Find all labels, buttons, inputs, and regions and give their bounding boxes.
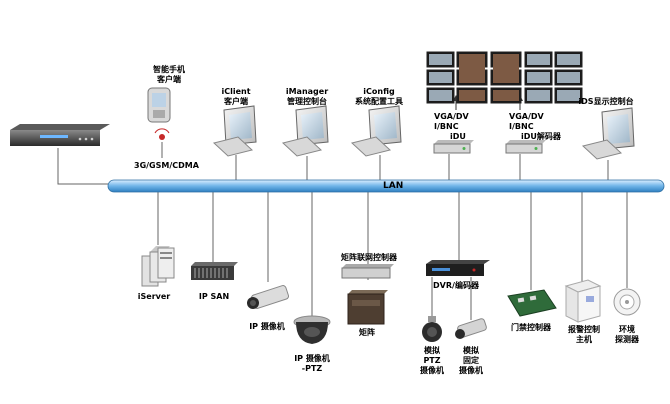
imanager-label: iManager 管理控制台 bbox=[281, 87, 333, 107]
video-wall-icon bbox=[426, 51, 583, 104]
imanager-label-line2: 管理控制台 bbox=[287, 97, 327, 106]
analog-ptz-line1: 模拟 bbox=[424, 346, 440, 355]
connection-lines bbox=[57, 148, 628, 320]
access-controller-icon bbox=[507, 289, 557, 317]
vga-right-line2: I/BNC bbox=[509, 122, 534, 131]
ip-camera-icon bbox=[247, 285, 290, 309]
iconfig-label: iConfig 系统配置工具 bbox=[347, 87, 411, 107]
environment-detector-icon bbox=[613, 288, 641, 316]
analog-fixed-camera-icon bbox=[455, 318, 487, 339]
analog-fixed-line1: 模拟 bbox=[463, 346, 479, 355]
lan-label: LAN bbox=[383, 181, 404, 191]
imanager-label-line1: iManager bbox=[285, 87, 329, 96]
alarm-host-icon bbox=[564, 279, 602, 323]
imanager-computer-icon bbox=[281, 105, 329, 157]
ids-label: iDS显示控制台 bbox=[578, 97, 634, 106]
ip-san-icon bbox=[191, 262, 238, 280]
vga-left-line1: VGA/DV bbox=[434, 112, 469, 121]
iclient-label-line2: 客户端 bbox=[224, 97, 248, 106]
ipsan-label: IP SAN bbox=[198, 292, 230, 301]
ip-ptz-dome-icon bbox=[293, 315, 331, 344]
analog-ptz-line2: PTZ bbox=[423, 356, 441, 365]
iserver-icon bbox=[141, 246, 175, 287]
iconfig-label-line1: iConfig bbox=[363, 87, 395, 96]
matrix-label: 矩阵 bbox=[359, 328, 375, 337]
network-3g-label: 3G/GSM/CDMA bbox=[134, 161, 199, 170]
ipcam-label: IP 摄像机 bbox=[249, 322, 285, 331]
access-label: 门禁控制器 bbox=[511, 323, 551, 332]
matrix-controller-label: 矩阵联网控制器 bbox=[341, 253, 397, 262]
rack-server-icon bbox=[10, 124, 110, 146]
analog-fixed-line3: 摄像机 bbox=[459, 366, 483, 375]
iconfig-label-line2: 系统配置工具 bbox=[355, 97, 403, 106]
analog-ptz-label: 模拟 PTZ 摄像机 bbox=[417, 346, 447, 376]
vga-right-line1: VGA/DV bbox=[509, 112, 544, 121]
alarm-line2: 主机 bbox=[576, 335, 592, 344]
env-label: 环境 探测器 bbox=[612, 325, 642, 345]
smartphone-label-line1: 智能手机 bbox=[153, 65, 185, 74]
lan-bus bbox=[107, 179, 665, 193]
smartphone-label: 智能手机 客户端 bbox=[147, 65, 191, 85]
alarm-label: 报警控制 主机 bbox=[561, 325, 607, 345]
iserver-label: iServer bbox=[137, 292, 171, 301]
dvr-label: DVR/编码器 bbox=[433, 281, 479, 290]
iclient-label: iClient 客户端 bbox=[214, 87, 258, 107]
env-line2: 探测器 bbox=[615, 335, 639, 344]
analog-fixed-label: 模拟 固定 摄像机 bbox=[456, 346, 486, 376]
dvr-encoder-icon bbox=[426, 260, 490, 276]
ids-computer-icon bbox=[581, 107, 635, 160]
vga-right-line3: iDU解码器 bbox=[521, 132, 561, 141]
antenna-icon bbox=[154, 128, 170, 158]
matrix-controller-icon bbox=[341, 264, 394, 279]
smartphone-icon bbox=[147, 87, 171, 123]
alarm-line1: 报警控制 bbox=[568, 325, 600, 334]
vga-left-label: VGA/DV I/BNC iDU bbox=[434, 112, 474, 142]
iclient-computer-icon bbox=[212, 105, 257, 157]
analog-ptz-camera-icon bbox=[422, 316, 442, 342]
vga-left-line2: I/BNC bbox=[434, 122, 459, 131]
smartphone-label-line2: 客户端 bbox=[157, 75, 181, 84]
vga-left-line3: iDU bbox=[450, 132, 466, 141]
analog-fixed-line2: 固定 bbox=[463, 356, 479, 365]
ipcam-ptz-line1: IP 摄像机 bbox=[294, 354, 330, 363]
vga-right-label: VGA/DV I/BNC iDU解码器 bbox=[509, 112, 569, 142]
ipcam-ptz-line2: -PTZ bbox=[301, 364, 323, 373]
ipcam-ptz-label: IP 摄像机 -PTZ bbox=[287, 354, 337, 374]
idu-decoder-icon bbox=[505, 140, 546, 154]
env-line1: 环境 bbox=[619, 325, 635, 334]
matrix-icon bbox=[347, 290, 388, 325]
analog-ptz-line3: 摄像机 bbox=[420, 366, 444, 375]
iconfig-computer-icon bbox=[350, 105, 402, 157]
iclient-label-line1: iClient bbox=[221, 87, 251, 96]
idu-decoder-icon bbox=[433, 140, 474, 154]
